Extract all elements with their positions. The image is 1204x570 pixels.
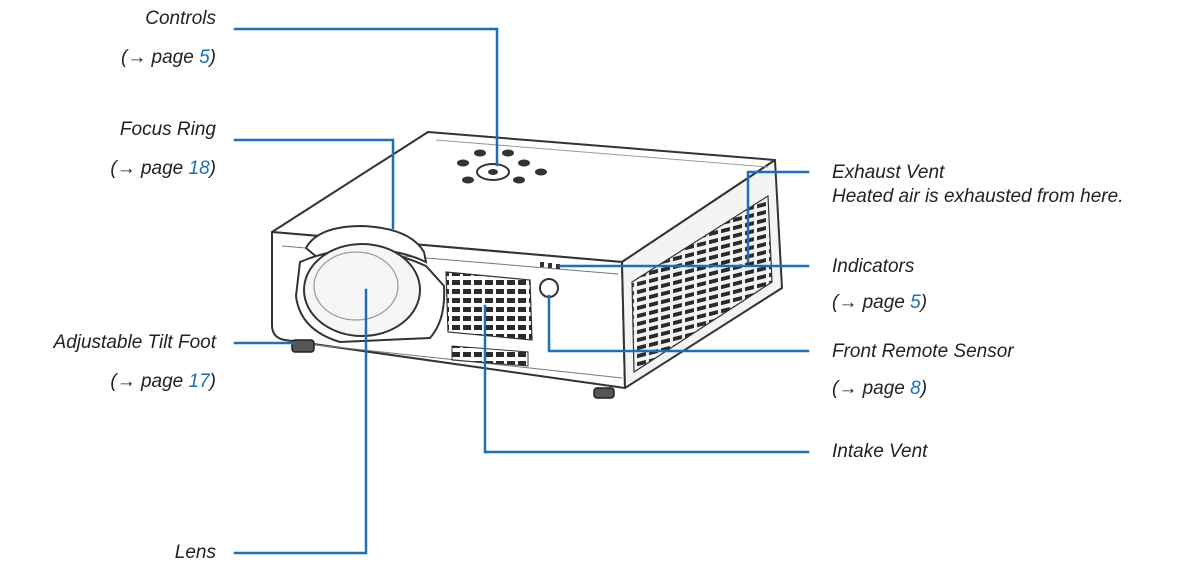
page-ref-suffix: ) (209, 47, 216, 68)
page-ref-prefix: (→ page (110, 158, 189, 179)
page-ref-suffix: ) (920, 292, 928, 313)
adjustable-tilt-foot (291, 339, 315, 353)
leader-intake-vent (483, 304, 810, 454)
front-remote-sensor-label: Front Remote Sensor (832, 341, 1014, 362)
leader-lines (233, 27, 810, 555)
page-link[interactable]: 17 (188, 371, 210, 392)
leader-lens (233, 288, 368, 555)
intake-vent-label: Intake Vent (832, 441, 928, 462)
lens-glass (303, 243, 421, 337)
page-ref-prefix: (→ page (110, 371, 189, 392)
page-ref-suffix: ) (209, 158, 216, 179)
front-remote-sensor-window (539, 278, 559, 298)
leader-focus-ring (233, 138, 395, 230)
controls-label: Controls (145, 8, 216, 29)
page-link[interactable]: 18 (188, 158, 210, 179)
focus-ring-label: Focus Ring (119, 119, 216, 140)
front-remote-sensor-page-ref[interactable]: (→ page 8) (832, 378, 927, 400)
adjustable-tilt-foot-label: Adjustable Tilt Foot (53, 332, 216, 353)
focus-ring-page-ref[interactable]: (→ page 18) (110, 158, 216, 180)
exhaust-vent-grille (631, 194, 773, 374)
adjustable-tilt-foot-page-ref[interactable]: (→ page 17) (110, 371, 216, 393)
exhaust-vent-note: Heated air is exhausted from here. (832, 186, 1124, 207)
indicators-page-ref[interactable]: (→ page 5) (832, 292, 927, 314)
page-ref-suffix: ) (920, 378, 928, 399)
control-buttons (457, 149, 547, 184)
page-ref-prefix: (→ page (832, 292, 911, 313)
intake-vent-grille-lower (451, 345, 529, 367)
exhaust-vent-label: Exhaust Vent (832, 162, 945, 183)
page-link[interactable]: 5 (199, 47, 210, 68)
leader-controls (233, 27, 499, 167)
page-ref-prefix: (→ page (120, 47, 200, 68)
leader-remote-sensor (547, 294, 810, 353)
intake-vent-grille (445, 271, 533, 341)
controls-page-ref[interactable]: (→ page 5) (121, 47, 216, 69)
page-ref-suffix: ) (209, 371, 216, 392)
page-ref-prefix: (→ page (832, 378, 911, 399)
indicator-lights (540, 262, 560, 269)
page-link[interactable]: 8 (910, 378, 921, 399)
page-link[interactable]: 5 (910, 292, 921, 313)
indicators-label: Indicators (832, 256, 915, 277)
leader-exhaust-vent (746, 170, 810, 264)
rear-foot (593, 387, 615, 399)
lens-label: Lens (174, 542, 216, 563)
